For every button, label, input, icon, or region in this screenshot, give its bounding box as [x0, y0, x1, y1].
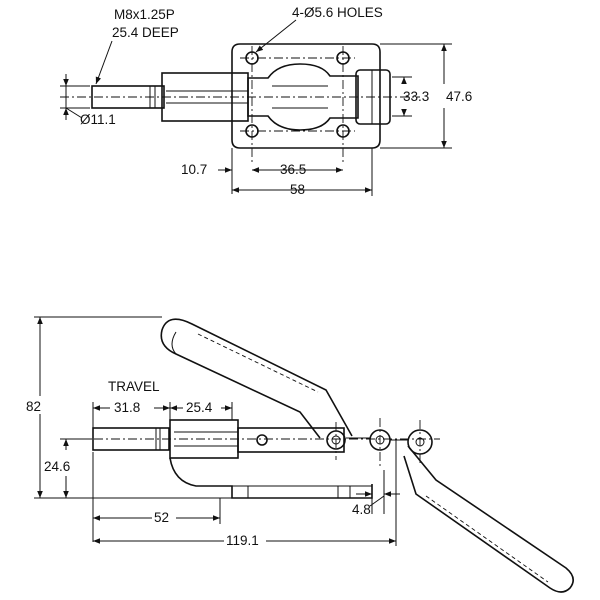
dim-edge: 10.7 [181, 162, 207, 177]
side-view: 82 24.6 TRAVEL 31.8 25.4 52 4.8 [26, 316, 574, 593]
handle-closed [403, 445, 574, 593]
thread-note-line2: 25.4 DEEP [112, 25, 179, 40]
dim-axis-height: 24.6 [44, 459, 70, 474]
dim-travel: 31.8 [114, 400, 140, 415]
dim-total-length: 119.1 [226, 533, 259, 548]
dim-hole-spacing-v: 33.3 [403, 89, 429, 104]
side-base-bracket [169, 457, 373, 499]
handle-open [160, 318, 353, 439]
thread-note-line1: M8x1.25P [114, 7, 175, 22]
travel-label: TRAVEL [108, 379, 160, 394]
dim-bore: Ø11.1 [80, 112, 116, 127]
top-view: M8x1.25P 25.4 DEEP 4-Ø5.6 HOLES Ø11.1 33… [60, 5, 472, 197]
dim-hole-spacing-h: 36.5 [280, 162, 306, 177]
dim-body: 25.4 [186, 400, 213, 415]
dim-base-width: 58 [290, 182, 305, 197]
side-link-bar [237, 427, 345, 453]
pivot-joints [326, 418, 433, 466]
dim-base-offset: 4.8 [352, 502, 371, 517]
mounting-holes [240, 46, 355, 162]
dim-total-height: 82 [26, 399, 41, 414]
dim-plunger-reach: 52 [154, 510, 169, 525]
dim-base-height: 47.6 [446, 89, 472, 104]
handle-pivot [355, 69, 391, 125]
holes-note: 4-Ø5.6 HOLES [292, 5, 383, 20]
linkage-body [247, 63, 359, 131]
